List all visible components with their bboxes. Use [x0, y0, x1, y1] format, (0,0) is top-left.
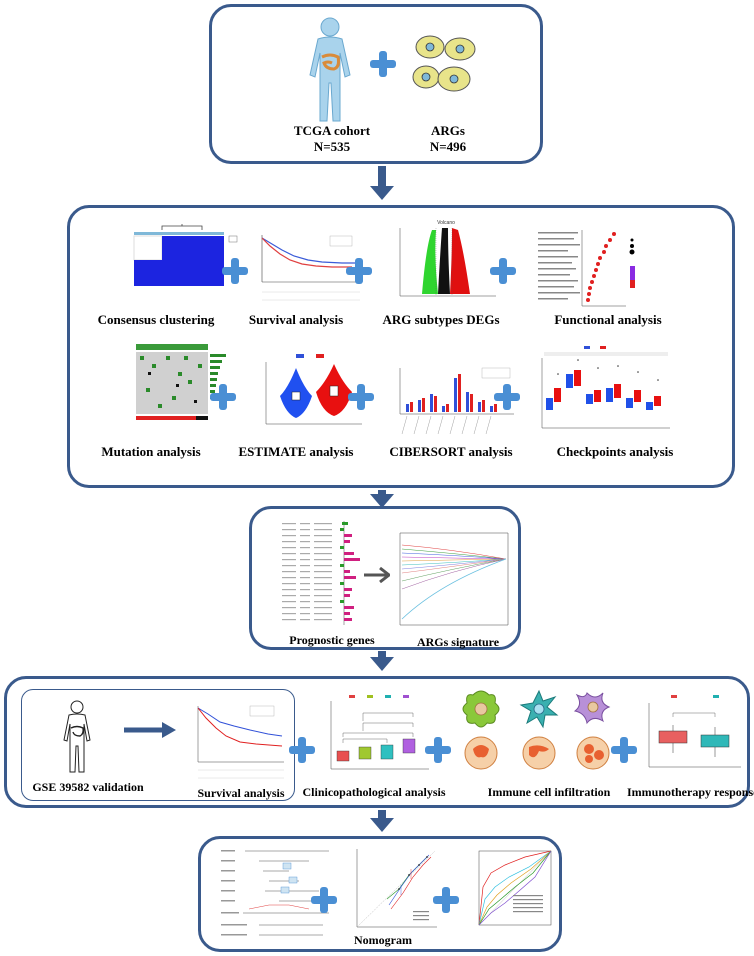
plus-icon [433, 887, 459, 913]
gse-validation-box: GSE 39582 validation Survival analysis [21, 689, 295, 801]
arrow-right-icon [364, 566, 392, 584]
estimate-violin [256, 352, 366, 436]
plus-icon [346, 258, 372, 284]
validation-survival-curve [190, 700, 286, 784]
plus-icon [289, 737, 315, 763]
estimate-analysis-label: ESTIMATE analysis [238, 444, 354, 459]
lasso-coefficient-plot [390, 523, 510, 633]
args-label: ARGs N=496 [429, 123, 467, 154]
human-body-icon [309, 17, 351, 122]
tcga-box: TCGA cohort N=535 ARGs N=496 [209, 4, 543, 164]
cibersort-boxplot [392, 364, 516, 442]
cells-icon [412, 35, 476, 92]
roc-curves [469, 847, 555, 939]
nomogram-label: Nomogram [354, 933, 412, 947]
clinicopathological-label: Clinicopathological analysis [302, 785, 446, 799]
survival-curve [252, 230, 364, 310]
plus-icon [611, 737, 637, 763]
nomogram-box: Nomogram [198, 836, 562, 952]
tcga-label: TCGA cohort N=535 [293, 123, 371, 154]
functional-analysis-label: Functional analysis [554, 312, 662, 327]
nomogram-chart [219, 845, 337, 943]
plus-icon [425, 737, 451, 763]
signature-box: Prognostic genes ARGs signature [249, 506, 521, 650]
prognostic-forest-plot [280, 519, 376, 633]
immune-cells-icon [462, 689, 611, 770]
plus-icon [348, 384, 374, 410]
survival-analysis-label: Survival analysis [248, 312, 344, 327]
checkpoints-analysis-label: Checkpoints analysis [556, 444, 674, 459]
plus-icon [311, 887, 337, 913]
gse-validation-label: GSE 39582 validation [32, 780, 144, 794]
validation-box: GSE 39582 validation Survival analysis [4, 676, 754, 808]
cibersort-analysis-label: CIBERSORT analysis [389, 444, 513, 459]
functional-dotplot [534, 226, 642, 316]
volcano-plot: Volcano [392, 216, 500, 310]
immunotherapy-boxplot [643, 693, 743, 781]
prognostic-genes-label: Prognostic genes [289, 633, 375, 647]
plus-icon [222, 258, 248, 284]
calibration-curve [347, 845, 439, 941]
mutation-oncoplot [118, 338, 238, 438]
clinicopathological-boxplot [323, 693, 431, 781]
immunotherapy-response-label: Immunotherapy response [627, 785, 754, 799]
mutation-analysis-label: Mutation analysis [101, 444, 201, 459]
validation-survival-label: Survival analysis [197, 786, 285, 800]
plus-icon [494, 384, 520, 410]
plus-icon [370, 51, 396, 77]
analysis-box: Volcano [67, 205, 735, 488]
arrow-right-icon [124, 722, 176, 738]
checkpoints-boxplot [534, 344, 672, 438]
consensus-heatmap [132, 224, 248, 304]
volcano-title: Volcano [437, 220, 455, 226]
plus-icon [490, 258, 516, 284]
arg-subtypes-degs-label: ARG subtypes DEGs [382, 312, 500, 327]
args-signature-label: ARGs signature [416, 635, 500, 649]
consensus-clustering-label: Consensus clustering [97, 312, 215, 327]
plus-icon [210, 384, 236, 410]
human-body-icon [63, 700, 91, 773]
immune-cell-infiltration-label: Immune cell infiltration [487, 785, 611, 799]
